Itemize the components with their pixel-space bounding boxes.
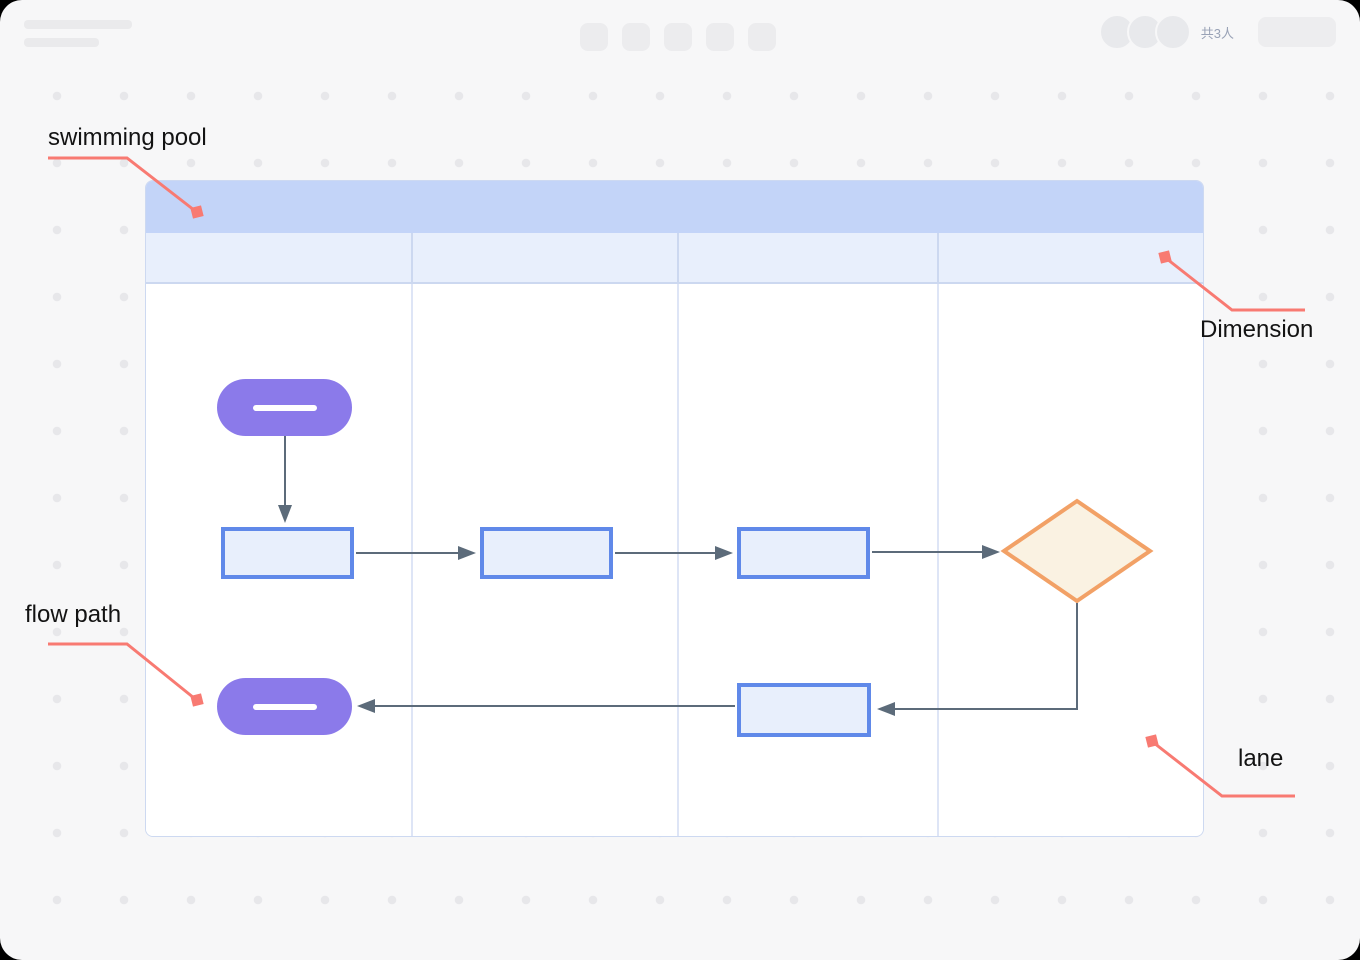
toolbar: 共3人 [0,0,1360,64]
lane-label: lane [1238,745,1284,772]
tool-button-3[interactable] [664,23,692,51]
avatar-group [1098,14,1191,50]
tool-button-2[interactable] [622,23,650,51]
lane-header-2[interactable] [413,233,679,282]
document-title-placeholder [24,38,99,47]
lane-header-1[interactable] [146,233,413,282]
lane-header-row [146,233,1203,284]
logo-placeholder [24,20,132,29]
flow-path-label: flow path [25,601,122,628]
lane-4[interactable] [939,284,1203,836]
start-node[interactable] [217,379,352,436]
avatar[interactable] [1154,14,1191,50]
process-node-2[interactable] [480,527,613,579]
collaboration-area: 共3人 [1098,0,1336,64]
lane-2[interactable] [413,284,679,836]
dimension-label: Dimension [1200,316,1314,343]
lane-header-4[interactable] [939,233,1203,282]
process-node-3[interactable] [737,527,870,579]
tool-button-1[interactable] [580,23,608,51]
pool-title-bar[interactable] [146,181,1203,233]
tool-button-group [580,23,776,51]
process-node-1[interactable] [221,527,354,579]
end-node[interactable] [217,678,352,735]
tool-button-4[interactable] [706,23,734,51]
swimlane-pool[interactable] [145,180,1204,837]
node-label-placeholder [252,703,317,710]
process-node-4[interactable] [737,683,871,737]
node-label-placeholder [252,404,317,411]
lane-1[interactable] [146,284,413,836]
lane-3[interactable] [679,284,939,836]
tool-button-5[interactable] [748,23,776,51]
lane-header-3[interactable] [679,233,939,282]
share-button-placeholder[interactable] [1258,17,1336,47]
collaborator-count: 共3人 [1200,25,1234,41]
swimming-pool-label: swimming pool [48,124,207,151]
